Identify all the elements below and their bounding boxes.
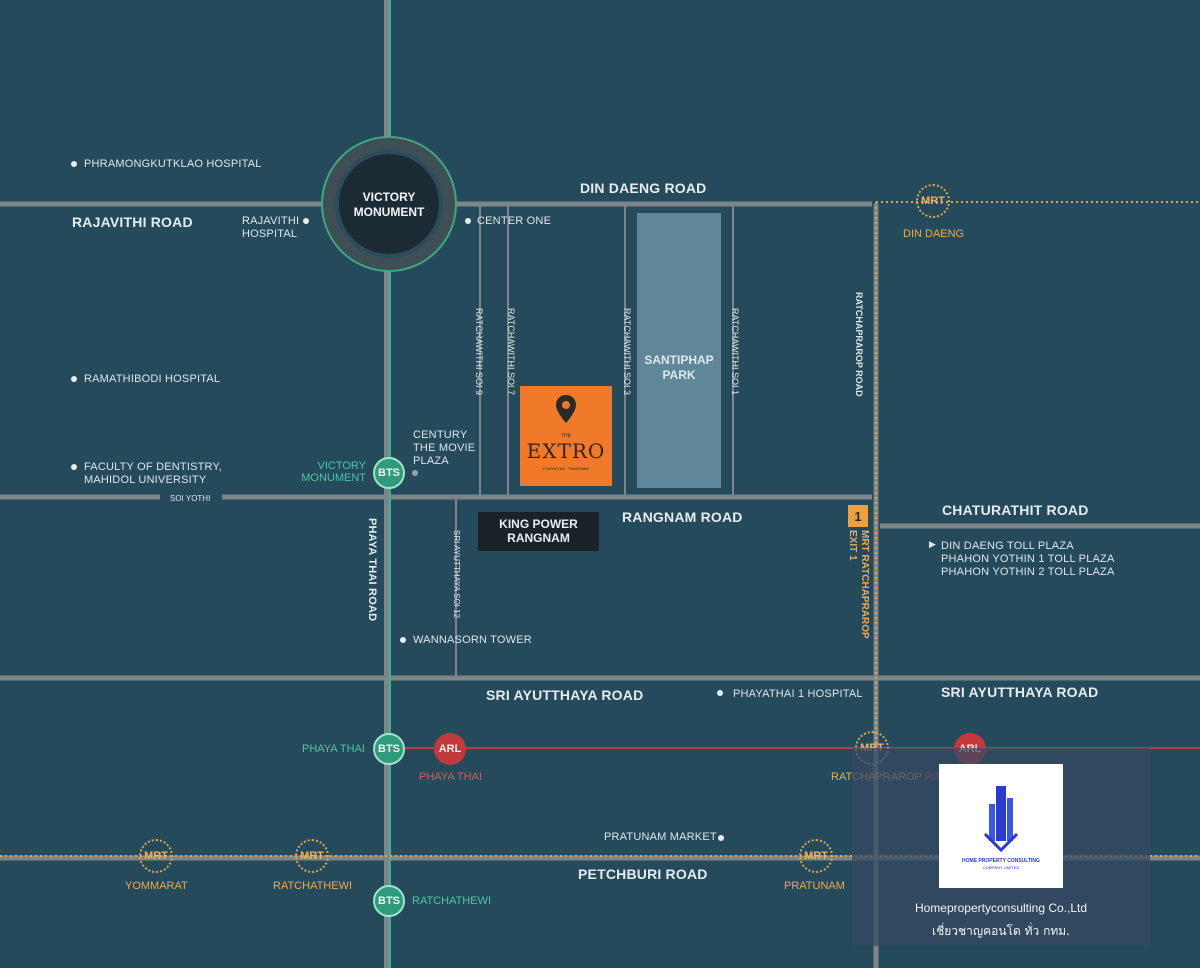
chaturathit-road-label: CHATURATHIT ROAD — [942, 502, 1089, 518]
phayathai1-label: PHAYATHAI 1 HOSPITAL — [733, 688, 863, 700]
ratchawithi-soi1-label: RATCHAWITHI SOI 1 — [730, 308, 740, 396]
victory-roundabout-inner — [335, 150, 443, 258]
pratunam-market-label: PRATUNAM MARKET — [604, 831, 717, 843]
center-one-label: CENTER ONE — [477, 215, 552, 227]
rajavithi-road-label: RAJAVITHI ROAD — [72, 214, 193, 230]
watermark-company: Homepropertyconsulting Co.,Ltd — [914, 901, 1088, 915]
ratchathewi-mrt-label: RATCHATHEWI — [273, 880, 353, 892]
bts-ratchathewi-station[interactable]: BTS — [373, 885, 405, 917]
project-marker[interactable]: THE EXTRO PHAYATHAI · RANGNAM — [520, 386, 612, 486]
sri-ayutthaya-road-label-1: SRI AYUTTHAYA ROAD — [486, 687, 644, 703]
phaya-thai-bts-label: PHAYA THAI — [302, 743, 365, 755]
victory-station-label: VICTORY MONUMENT — [301, 460, 366, 484]
poi-dot — [71, 376, 77, 382]
victory-monument-label: VICTORY MONUMENT — [353, 190, 425, 219]
rangnam-road-label: RANGNAM ROAD — [622, 509, 743, 525]
project-brand-small: THE — [561, 433, 571, 439]
building-logo-icon — [983, 786, 1019, 853]
mrt-pratunam-station[interactable]: MRT — [799, 839, 833, 873]
wannasorn-label: WANNASORN TOWER — [413, 634, 532, 646]
phramongkutklao-label: PHRAMONGKUTKLAO HOSPITAL — [84, 158, 262, 170]
logo-text: HOME PROPERTY CONSULTING — [962, 858, 1040, 864]
toll-label-3: PHAHON YOTHIN 2 TOLL PLAZA — [941, 566, 1115, 578]
toll-arrow-icon: ▶ — [929, 539, 936, 549]
phaya-thai-arl-label: PHAYA THAI — [419, 771, 482, 783]
poi-dot — [412, 470, 418, 476]
logo-subtext: COMPANY LIMITED — [982, 865, 1020, 870]
ratchaprarop-road-label: RATCHAPRAROP ROAD — [854, 292, 864, 397]
din-daeng-road-label: DIN DAENG ROAD — [580, 180, 707, 196]
bts-phaya-thai-station[interactable]: BTS — [373, 733, 405, 765]
poi-dot — [400, 637, 406, 643]
poi-dot — [717, 690, 723, 696]
sri-ayutthaya-road-label-2: SRI AYUTTHAYA ROAD — [941, 684, 1099, 700]
mrt-din-daeng-station[interactable]: MRT — [916, 184, 950, 218]
santiphap-park-area — [637, 213, 721, 488]
pratunam-station-label: PRATUNAM — [784, 880, 845, 892]
ratchathewi-bts-label: RATCHATHEWI — [412, 895, 492, 907]
mrt-yommarat-station[interactable]: MRT — [139, 839, 173, 873]
ratchawithi-soi9-label: RATCHAWITHI SOI 9 — [474, 308, 484, 396]
poi-dot — [71, 161, 77, 167]
watermark-tagline: เชี่ยวชาญคอนโด ทั่ว กทม. — [932, 924, 1070, 938]
exit-badge: 1 — [848, 505, 868, 527]
santiphap-park-label: SANTIPHAP PARK — [644, 353, 714, 382]
mrt-ratchathewi-station[interactable]: MRT — [295, 839, 329, 873]
poi-dot — [465, 218, 471, 224]
ratchawithi-soi7-label: RATCHAWITHI SOI 7 — [506, 308, 516, 396]
bts-victory-station[interactable]: BTS — [373, 457, 405, 489]
century-label: CENTURY THE MOVIE PLAZA — [413, 429, 476, 467]
soi-yothi-label: SOI YOTHI — [170, 494, 211, 503]
rajavithi-hospital-label: RAJAVITHI HOSPITAL — [242, 215, 300, 240]
watermark-logo-box: HOME PROPERTY CONSULTING COMPANY LIMITED — [939, 764, 1063, 888]
project-name: EXTRO — [526, 439, 606, 463]
king-power-box: KING POWER RANGNAM — [478, 512, 599, 551]
exit-label: MRT RATCHAPRAROP EXIT 1 — [847, 530, 870, 639]
poi-dot — [718, 835, 724, 841]
ramathibodi-label: RAMATHIBODI HOSPITAL — [84, 373, 221, 385]
arl-phaya-thai-station[interactable]: ARL — [434, 733, 466, 765]
poi-dot — [303, 218, 309, 224]
dentistry-label: FACULTY OF DENTISTRY, MAHIDOL UNIVERSITY — [84, 461, 222, 486]
king-power-label: KING POWER RANGNAM — [499, 517, 578, 545]
ratchawithi-soi3-label: RATCHAWITHI SOI 3 — [622, 308, 632, 396]
poi-dot — [71, 464, 77, 470]
din-daeng-station-label: DIN DAENG — [903, 228, 965, 240]
watermark-panel: HOME PROPERTY CONSULTING COMPANY LIMITED… — [852, 748, 1150, 946]
toll-label-1: DIN DAENG TOLL PLAZA — [941, 540, 1074, 552]
petchburi-road-label: PETCHBURI ROAD — [578, 866, 708, 882]
sri-ayutthaya-soi12-label: SRI AYUTTHAYA SOI 12 — [452, 530, 461, 619]
toll-label-2: PHAHON YOTHIN 1 TOLL PLAZA — [941, 553, 1115, 565]
location-pin-icon — [556, 395, 576, 423]
project-sub: PHAYATHAI · RANGNAM — [543, 466, 589, 471]
phaya-thai-road-label: PHAYA THAI ROAD — [366, 518, 378, 622]
yommarat-station-label: YOMMARAT — [125, 880, 188, 892]
